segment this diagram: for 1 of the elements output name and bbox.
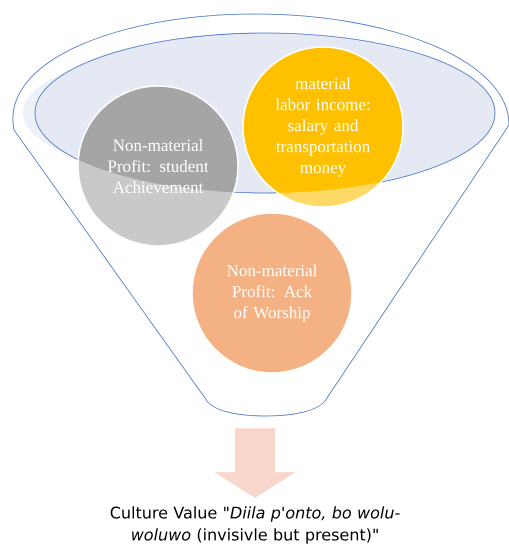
caption-text: Culture Value "Diila p'onto, bo wolu-woluwo (invisivle but present)" bbox=[110, 506, 400, 544]
